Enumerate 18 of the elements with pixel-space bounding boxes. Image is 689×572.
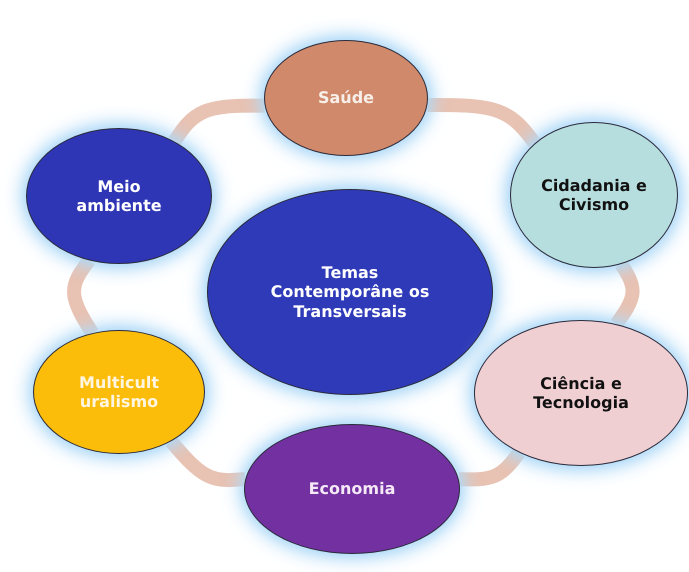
topic-label: Saúde (318, 88, 374, 108)
connector-line (67, 256, 98, 337)
topic-label: Multicult uralismo (78, 372, 160, 412)
topic-label: Temas Contemporâne os Transversais (270, 263, 430, 321)
connector-line (427, 98, 540, 148)
topic-label: Ciência e Tecnologia (532, 374, 630, 412)
topic-circle (510, 122, 678, 268)
connector-line (610, 260, 640, 328)
topic-label: Meio ambiente (75, 176, 163, 216)
topic-label: Economia (308, 479, 396, 499)
topic-circle (26, 128, 212, 264)
connector-line (168, 98, 265, 146)
topic-label: Cidadania e Civismo (540, 176, 648, 214)
topic-circle (33, 330, 205, 454)
topic-circle (264, 40, 428, 156)
topic-circle (244, 424, 460, 554)
topic-circle (207, 189, 493, 395)
topic-circle (474, 320, 688, 466)
